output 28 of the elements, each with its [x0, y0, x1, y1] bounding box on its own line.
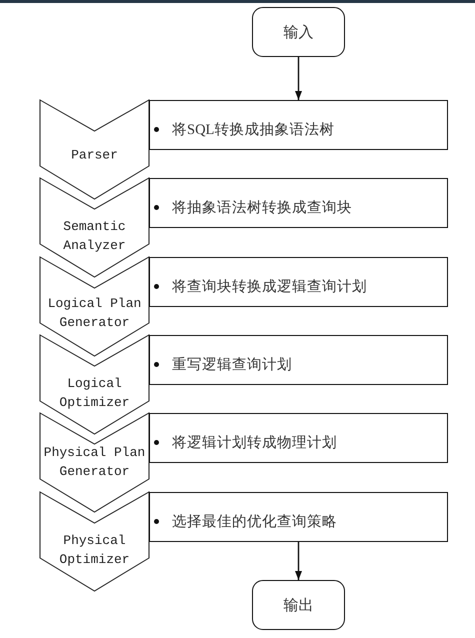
step-label: Logical Plan Generator — [48, 296, 142, 330]
step-shape — [40, 257, 149, 356]
step-text: 将SQL转换成抽象语法树 — [172, 121, 334, 139]
step-text: 选择最佳的优化查询策略 — [172, 513, 337, 531]
arrow — [295, 57, 302, 100]
step-shape — [40, 335, 149, 434]
step-shape — [40, 100, 149, 199]
step-label: Physical Optimizer — [59, 533, 130, 567]
step-box — [149, 413, 448, 463]
step-shape — [40, 178, 149, 277]
arrow — [295, 542, 302, 580]
rounded-box: 输入 — [252, 7, 345, 57]
step-label: Parser — [71, 148, 118, 162]
step-box — [149, 492, 448, 542]
step-box — [149, 178, 448, 228]
step-label: Semantic Analyzer — [63, 219, 126, 253]
step-text: 重写逻辑查询计划 — [172, 356, 292, 374]
step-text: 将抽象语法树转换成查询块 — [172, 199, 352, 217]
step-text: 将查询块转换成逻辑查询计划 — [172, 278, 367, 296]
step-shape — [40, 492, 149, 591]
rounded-box: 输出 — [252, 580, 345, 630]
step-label: Physical Plan Generator — [44, 445, 146, 479]
step-box — [149, 100, 448, 150]
step-shape — [40, 413, 149, 512]
step-label: Logical Optimizer — [59, 376, 130, 410]
step-box — [149, 335, 448, 385]
step-text: 将逻辑计划转成物理计划 — [172, 434, 337, 452]
step-box — [149, 257, 448, 307]
